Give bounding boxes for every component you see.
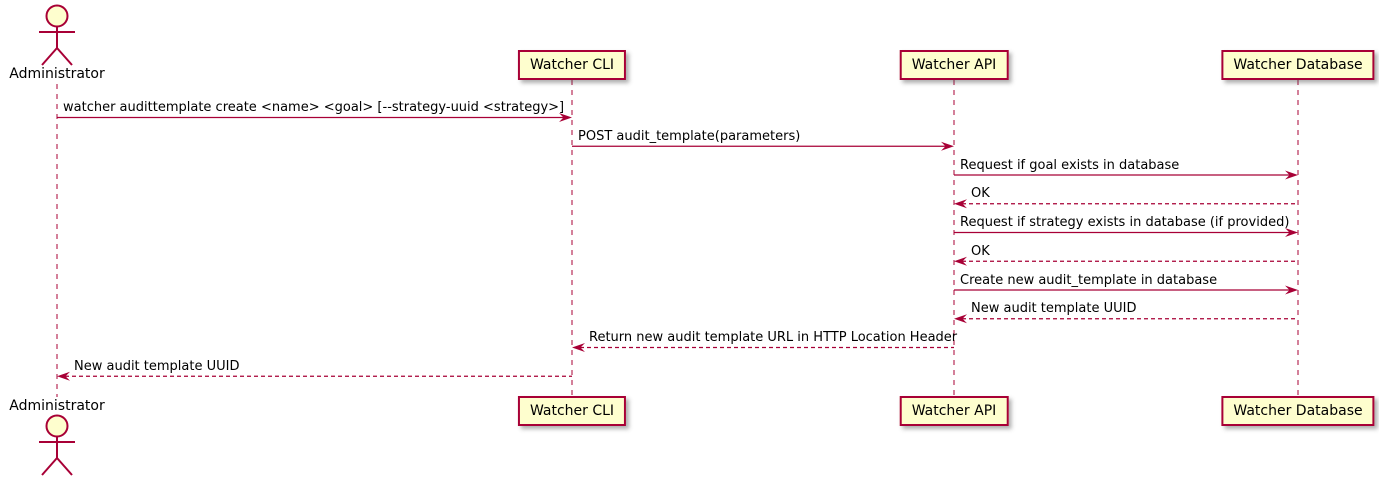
message-arrowhead-9 (57, 371, 70, 381)
actor-icon-part (56, 47, 73, 66)
message-arrowhead-2 (1285, 170, 1298, 180)
actor-icon-bottom (39, 414, 75, 476)
message-arrowhead-5 (954, 256, 967, 266)
message-label-7: New audit template UUID (971, 301, 1137, 317)
message-arrowhead-1 (941, 141, 954, 151)
actor-icon-top (39, 4, 75, 66)
participant-label: Watcher Database (1233, 57, 1363, 73)
participant-label: Watcher CLI (529, 403, 615, 419)
participant-box-watcher-cli-top: Watcher CLI (517, 50, 627, 80)
actor-name-administrator-top: Administrator (9, 66, 105, 82)
participant-box-watcher-cli-bottom: Watcher CLI (517, 396, 627, 426)
message-label-0: watcher audittemplate create <name> <goa… (63, 100, 565, 115)
message-label-4: Request if strategy exists in database (… (960, 215, 1290, 230)
message-label-6: Create new audit_template in database (960, 272, 1218, 288)
actor-icon-part (45, 414, 69, 438)
message-arrowhead-0 (559, 113, 572, 122)
message-arrowhead-3 (954, 199, 967, 209)
participant-box-watcher-database-top: Watcher Database (1221, 50, 1375, 80)
message-arrowhead-6 (1285, 285, 1298, 295)
participant-label: Watcher API (911, 57, 997, 73)
message-label-3: OK (971, 186, 990, 202)
participant-box-watcher-database-bottom: Watcher Database (1221, 396, 1375, 426)
message-label-2: Request if goal exists in database (960, 157, 1180, 173)
actor-icon-part (41, 47, 58, 66)
message-arrowhead-8 (572, 343, 585, 352)
message-label-1: POST audit_template(parameters) (578, 128, 801, 144)
actor-icon-part (41, 457, 58, 476)
actor-name-administrator-bottom: Administrator (9, 398, 105, 414)
participant-box-watcher-api-bottom: Watcher API (899, 396, 1009, 426)
message-label-9: New audit template UUID (74, 358, 240, 374)
participant-label: Watcher Database (1233, 403, 1363, 419)
participant-label: Watcher CLI (529, 57, 615, 73)
actor-icon-part (56, 457, 73, 476)
actor-icon-part (45, 4, 69, 28)
participant-label: Watcher API (911, 403, 997, 419)
participant-box-watcher-api-top: Watcher API (899, 50, 1009, 80)
message-label-8: Return new audit template URL in HTTP Lo… (589, 330, 958, 345)
message-arrowhead-7 (954, 314, 967, 324)
message-label-5: OK (971, 243, 990, 259)
message-arrowhead-4 (1285, 228, 1298, 237)
